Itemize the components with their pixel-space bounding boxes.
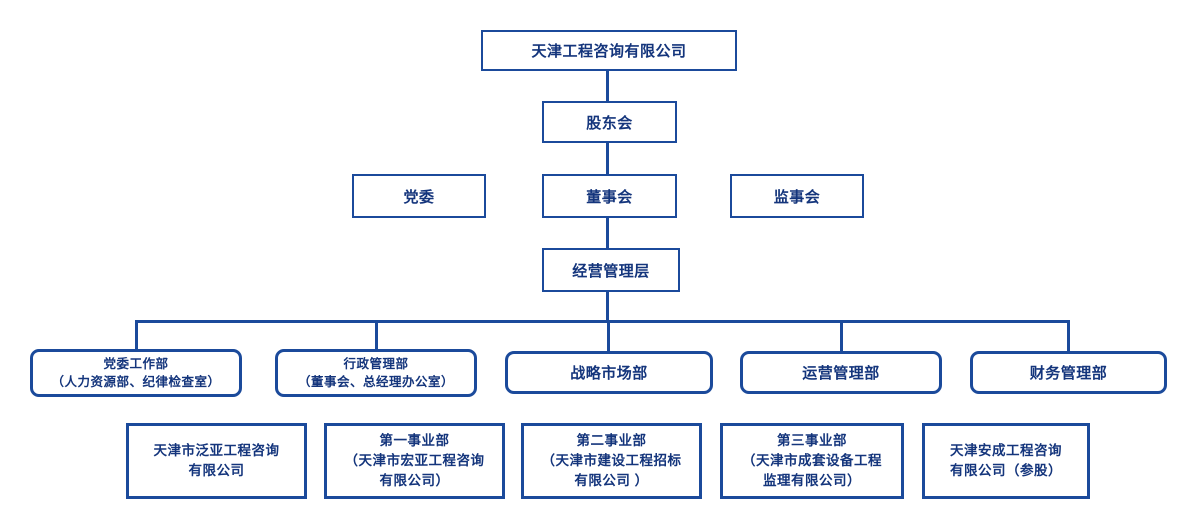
node-dept-admin: 行政管理部 （董事会、总经理办公室） [275, 349, 477, 397]
connector-drop-dept1 [135, 321, 138, 349]
connector-drop-dept4 [840, 321, 843, 351]
node-dept-operations: 运营管理部 [740, 351, 942, 394]
node-sub-division3-equipment-supervision: 第三事业部 （天津市成套设备工程 监理有限公司） [720, 423, 904, 499]
connector-management-trunk [606, 292, 609, 322]
node-management-layer: 经营管理层 [542, 248, 680, 292]
node-dept-strategy-market: 战略市场部 [505, 351, 713, 394]
node-company: 天津工程咨询有限公司 [481, 30, 737, 71]
node-sub-ancheng-consulting: 天津安成工程咨询 有限公司（参股） [922, 423, 1090, 499]
node-supervisory-board: 监事会 [730, 174, 864, 218]
connector-board-management [606, 218, 609, 248]
connector-trunk-horizontal [135, 320, 1070, 323]
connector-shareholders-board [606, 143, 609, 174]
connector-drop-dept3 [607, 321, 610, 351]
connector-drop-dept2 [375, 321, 378, 349]
node-dept-party-work: 党委工作部 （人力资源部、纪律检查室） [30, 349, 242, 397]
node-sub-division2-bidding: 第二事业部 （天津市建设工程招标 有限公司 ） [521, 423, 702, 499]
node-sub-fanya-consulting: 天津市泛亚工程咨询 有限公司 [126, 423, 307, 499]
node-party-committee: 党委 [352, 174, 486, 218]
node-shareholders-meeting: 股东会 [542, 101, 677, 143]
connector-drop-dept5 [1067, 321, 1070, 351]
node-board-of-directors: 董事会 [542, 174, 677, 218]
node-dept-finance: 财务管理部 [970, 351, 1167, 394]
node-sub-division1-hongya: 第一事业部 （天津市宏亚工程咨询 有限公司） [324, 423, 505, 499]
connector-company-shareholders [606, 71, 609, 101]
